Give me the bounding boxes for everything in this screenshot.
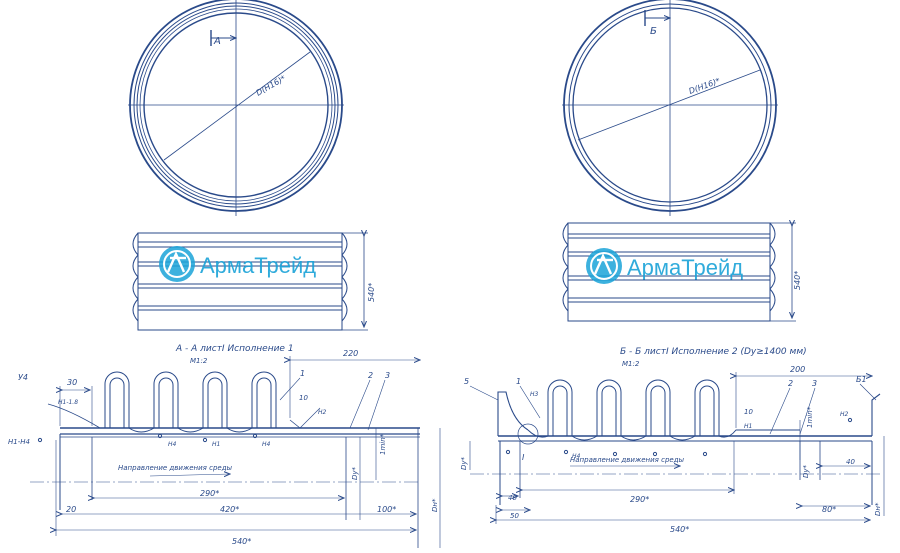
section-b-flow-label: Направление движения среды bbox=[570, 456, 685, 464]
section-b-dim-50: 50 bbox=[510, 512, 519, 520]
section-a-title: А - А листI Исполнение 1 bbox=[175, 344, 294, 354]
section-a-dim-220: 220 bbox=[343, 349, 358, 358]
at-logo-icon bbox=[159, 246, 195, 282]
section-a-dim-20: 20 bbox=[66, 505, 76, 514]
watermark-right: АрмаТрейд bbox=[586, 248, 743, 284]
section-a-part-2: 2 bbox=[368, 371, 373, 380]
section-b-part-1: 1 bbox=[516, 377, 521, 386]
section-a-label-n1n4: Н1-Н4 bbox=[8, 438, 30, 446]
section-b-dim-540: 540* bbox=[670, 525, 689, 534]
section-a-dim-dn: Dн* bbox=[431, 498, 439, 512]
section-b-dim-dy: Dу* bbox=[460, 456, 468, 470]
section-b-dim-dr: Dу* bbox=[802, 464, 810, 478]
section-b-part-2: 2 bbox=[788, 379, 793, 388]
section-b-dim-40a: 40 bbox=[508, 494, 517, 502]
section-a-dim-30: 30 bbox=[67, 378, 77, 387]
section-a-dim-10: 10 bbox=[299, 394, 308, 402]
section-a-geometry bbox=[30, 356, 441, 548]
section-b-dim-10: 10 bbox=[744, 408, 753, 416]
side-left-height-dim: 540* bbox=[367, 283, 376, 302]
section-a-label-n1-18: Н1-1.8 bbox=[58, 399, 78, 406]
section-b-title: Б - Б листI Исполнение 2 (Dу≥1400 мм) bbox=[620, 347, 807, 357]
section-b-dim-dn: Dн* bbox=[874, 502, 882, 516]
section-a-part-1: 1 bbox=[300, 369, 305, 378]
at-logo-icon bbox=[586, 248, 622, 284]
section-a-dim-1min: 1min* bbox=[379, 433, 387, 455]
section-a-dim-100: 100* bbox=[377, 505, 396, 514]
section-a-dim-540: 540* bbox=[232, 537, 251, 546]
section-b-part-3: 3 bbox=[812, 379, 817, 388]
watermark-brand-left: АрмаТрейд bbox=[200, 253, 316, 278]
section-b-part-5: 5 bbox=[464, 377, 469, 386]
section-mark-b: Б bbox=[650, 26, 657, 37]
section-b-weld-n3: Н3 bbox=[530, 391, 539, 398]
section-a-label-u4: У4 bbox=[18, 373, 28, 382]
section-a-weld-n1: Н1 bbox=[212, 441, 220, 448]
side-view-left bbox=[132, 233, 368, 331]
section-a-label-n4: Н4 bbox=[262, 441, 271, 448]
section-b-detail-i: I bbox=[522, 453, 525, 462]
section-b-dim-80: 80* bbox=[822, 505, 836, 514]
section-a-weld-n4: Н4 bbox=[168, 441, 177, 448]
section-b-dim-1min: 1min* bbox=[806, 406, 814, 428]
section-a-flow-label: Направление движения среды bbox=[118, 464, 233, 472]
section-b-dim-200: 200 bbox=[790, 365, 805, 374]
diameter-label-right: D(H16)* bbox=[688, 76, 722, 96]
section-b-part-b1: Б1 bbox=[856, 375, 867, 384]
section-b-geometry bbox=[469, 372, 885, 524]
section-a-dim-420: 420* bbox=[220, 505, 239, 514]
circle-view-left bbox=[128, 0, 344, 216]
section-b-scale: М1:2 bbox=[622, 360, 640, 368]
section-b-dim-40b: 40 bbox=[846, 458, 855, 466]
section-a-scale: М1:2 bbox=[190, 357, 208, 365]
circle-view-right bbox=[562, 0, 778, 216]
section-a-dim-290: 290* bbox=[200, 489, 219, 498]
section-a-part-3: 3 bbox=[385, 371, 390, 380]
section-a-weld-n2: Н2 bbox=[318, 409, 327, 416]
section-mark-a: А bbox=[213, 36, 221, 47]
watermark-left: АрмаТрейд bbox=[159, 246, 316, 282]
section-b-weld-n2: Н2 bbox=[840, 411, 849, 418]
diameter-label-left: D(H16)* bbox=[255, 74, 288, 98]
section-b-weld-n4: Н4 bbox=[572, 453, 581, 460]
section-a-dim-dy: Dy* bbox=[351, 466, 359, 480]
watermark-brand-right: АрмаТрейд bbox=[627, 255, 743, 280]
section-b-dim-290: 290* bbox=[630, 495, 649, 504]
section-b-weld-n1: Н1 bbox=[744, 423, 752, 430]
side-right-height-dim: 540* bbox=[793, 271, 802, 290]
